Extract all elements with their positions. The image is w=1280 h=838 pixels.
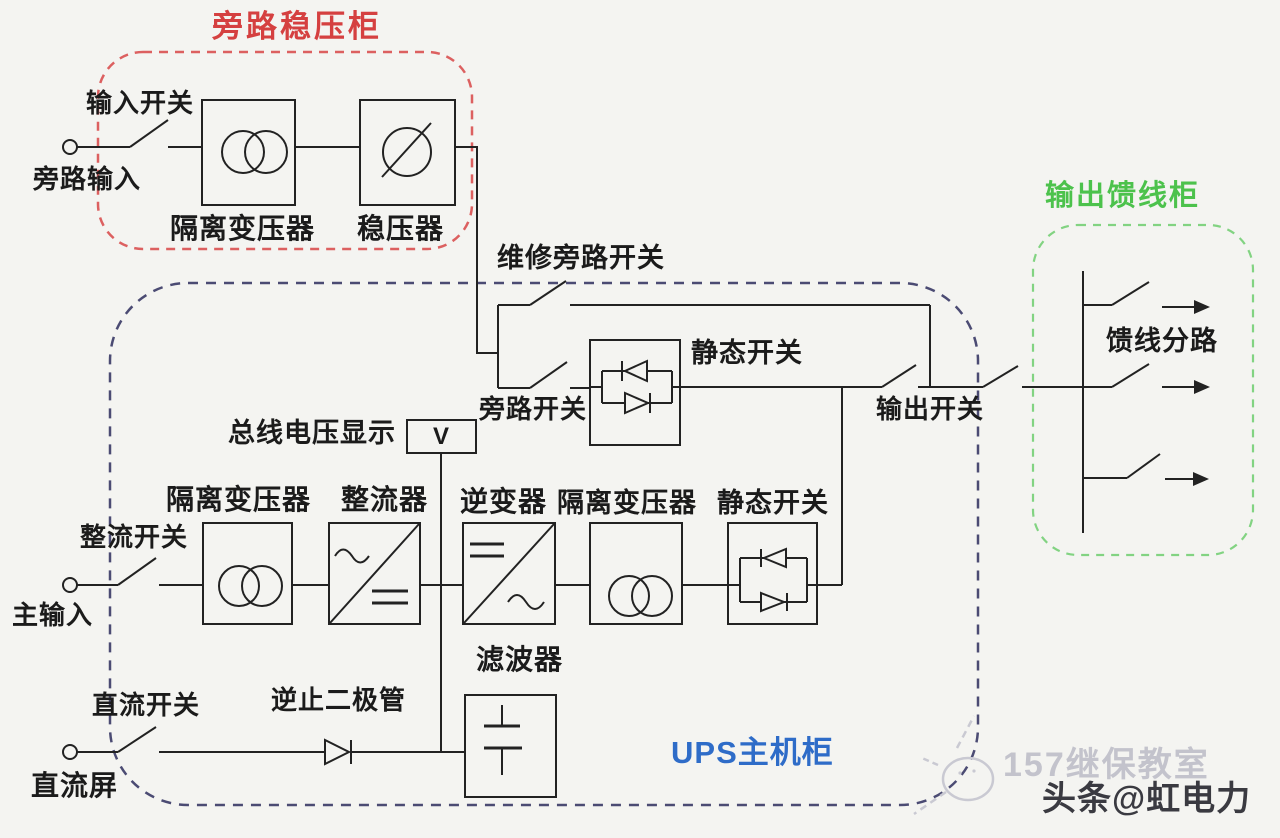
label-isolation-transformer-main: 隔离变压器: [166, 484, 312, 515]
blocking-diode-symbol: [324, 738, 441, 766]
label-input-switch: 输入开关: [86, 88, 195, 118]
watermark-bird-logo: [913, 715, 995, 816]
input-switch-symbol: [77, 119, 202, 148]
ups-main-cabinet-border: [108, 281, 980, 807]
feeder-branch-1: [1083, 281, 1210, 314]
label-static-switch-bypass: 静态开关: [691, 338, 803, 368]
label-output-switch: 输出开关: [876, 394, 985, 424]
rectifier-symbol: [328, 522, 421, 625]
label-bypass-input: 旁路输入: [33, 164, 142, 194]
voltmeter-letter: V: [433, 423, 450, 450]
label-static-switch-main: 静态开关: [717, 488, 829, 518]
isolation-transformer-out-symbol: [589, 522, 683, 625]
feeder-input-switch-symbol: [982, 365, 1083, 388]
main-input-terminal: [62, 577, 78, 593]
maintenance-bypass-switch-symbol: [498, 280, 931, 387]
label-rectifier-switch: 整流开关: [80, 522, 189, 552]
bypass-regulator-cabinet-border: [96, 50, 474, 251]
bypass-switch-symbol: [498, 361, 590, 389]
dc-switch-symbol: [77, 726, 325, 753]
label-dc-panel: 直流屏: [31, 770, 119, 801]
output-feeder-cabinet-border: [1031, 223, 1255, 557]
filter-symbol: [464, 694, 557, 798]
label-main-input: 主输入: [12, 600, 94, 630]
label-blocking-diode: 逆止二极管: [271, 685, 407, 715]
feeder-branch-3: [1083, 453, 1209, 486]
label-bus-voltage-display: 总线电压显示: [228, 418, 396, 448]
ups-main-cabinet-title: UPS主机柜: [671, 735, 834, 770]
bypass-input-terminal: [62, 139, 78, 155]
label-isolation-transformer-top: 隔离变压器: [170, 213, 316, 244]
label-bypass-switch: 旁路开关: [479, 394, 588, 424]
label-filter: 滤波器: [476, 644, 564, 675]
rectifier-switch-symbol: [77, 557, 203, 586]
label-rectifier: 整流器: [341, 484, 429, 515]
isolation-transformer-main-symbol: [202, 522, 293, 625]
label-voltage-regulator: 稳压器: [357, 213, 445, 244]
watermark-byline-text: 头条@虹电力: [1042, 780, 1252, 818]
dc-bus-wire: [440, 453, 465, 753]
inverter-symbol: [462, 522, 556, 625]
bypass-regulator-cabinet-title: 旁路稳压柜: [212, 9, 382, 44]
bypass-static-switch-symbol: [589, 339, 681, 446]
main-static-switch-symbol: [727, 387, 843, 625]
label-isolation-transformer-out: 隔离变压器: [557, 488, 697, 518]
voltage-regulator-symbol: [359, 99, 456, 206]
feeder-branch-2: [1083, 363, 1210, 394]
output-switch-symbol: [881, 364, 983, 388]
dc-panel-terminal: [62, 744, 78, 760]
label-feeder-branches: 馈线分路: [1106, 326, 1218, 356]
label-dc-switch: 直流开关: [92, 690, 201, 720]
isolation-transformer-top-symbol: [201, 99, 296, 206]
label-inverter: 逆变器: [460, 486, 548, 517]
label-maintenance-bypass-switch: 维修旁路开关: [497, 243, 665, 273]
output-feeder-cabinet-title: 输出馈线柜: [1045, 180, 1201, 212]
bypass-feed-wire: [455, 146, 499, 388]
watermark-classroom-text: 157继保教室: [1003, 746, 1210, 784]
